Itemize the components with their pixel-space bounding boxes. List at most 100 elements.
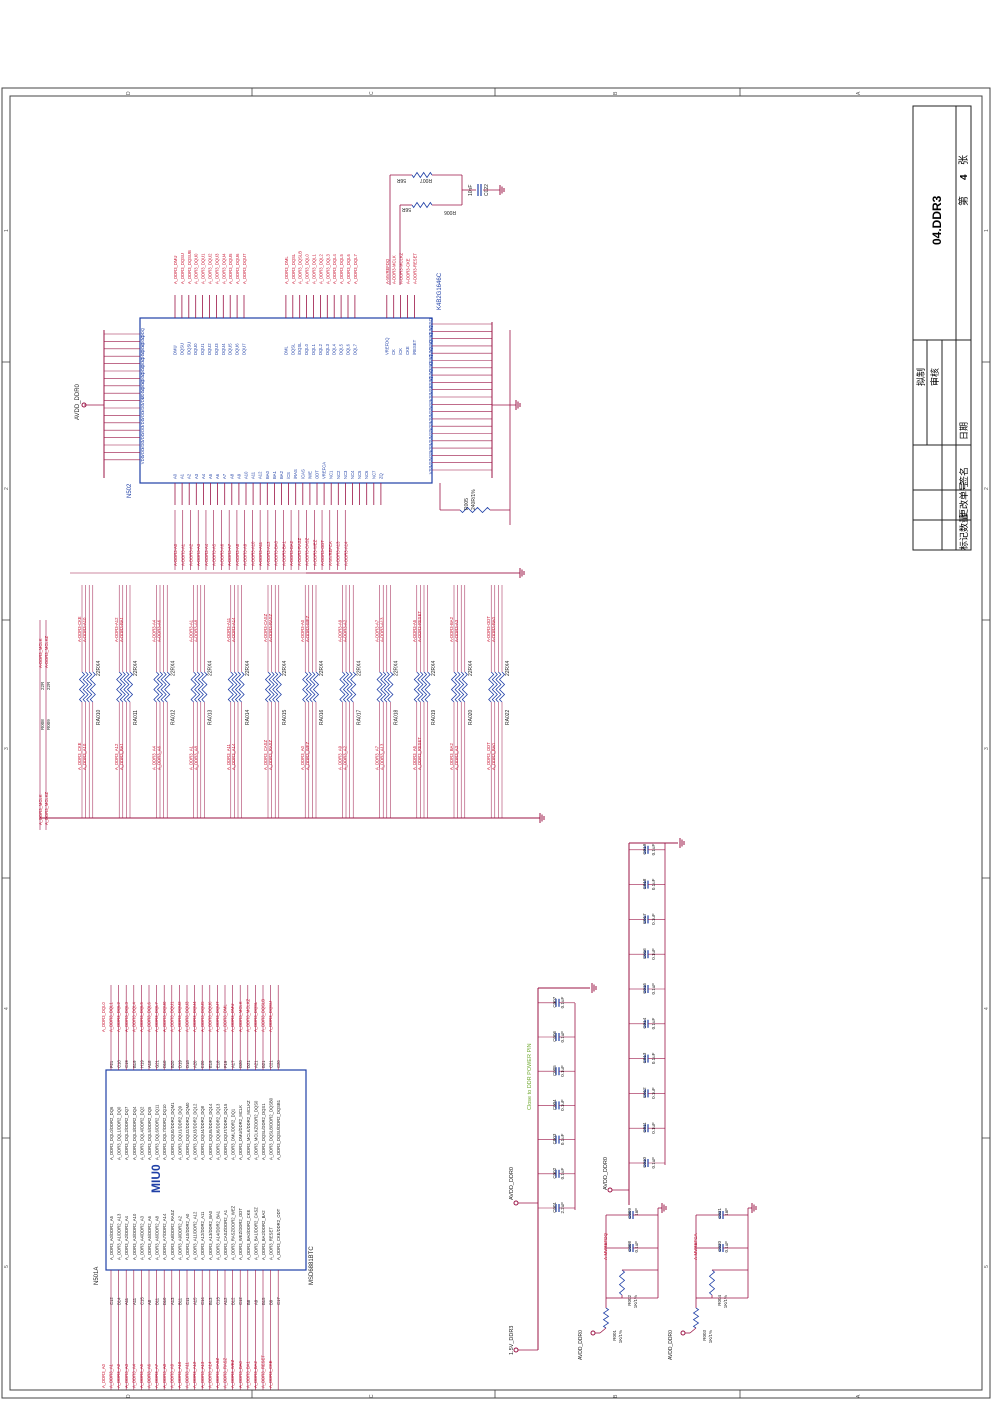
miu0-controller: MIU0 N501A MSD6881BTC A_DDR3_A0/DDR2_A5C… <box>94 985 315 1390</box>
decap-ref: C003 <box>552 1133 557 1144</box>
clock-series-in-net: A_DDR3_MCLK <box>38 794 43 825</box>
miu-left-pin-no: A11 <box>132 1297 137 1305</box>
miu-left-pin: A_DDR3_CASZ/DDR2_A1 <box>223 1209 228 1260</box>
rpack-in-net: A_DDR3_A14 <box>231 743 236 770</box>
decap-ref: C014 <box>642 1017 647 1028</box>
rpack-ground <box>539 813 545 823</box>
ddr3-addr-net: A-DDR3-BA2 <box>289 540 294 566</box>
rpack-value: 22RX4 <box>468 660 474 676</box>
vref-r-top-value: 1K/1% <box>618 1330 623 1343</box>
decap-value: 0.1uF <box>560 1099 565 1111</box>
miu-left-net: A_DDR3_CKE <box>268 1360 273 1388</box>
r006-value: 56R <box>401 206 411 212</box>
rpack-element <box>488 671 495 703</box>
clk-term-ground <box>499 185 505 195</box>
zone-row-bottom: A <box>856 1394 862 1398</box>
ddr3-pin-label: A6 <box>215 473 220 479</box>
rpack-in-net: A_DDR3_A0 <box>300 745 305 770</box>
rpack-ref: RA011 <box>133 710 139 725</box>
rpack-element <box>82 671 89 703</box>
ddr3-vss-pin: VSSQ <box>428 339 433 351</box>
ddr3-vdd-pin: VDDQ <box>140 379 145 392</box>
rpack-in-net: A_DDR3_A11 <box>226 743 231 770</box>
ddr3-pin-label: A4 <box>201 473 206 479</box>
r006-resistor <box>411 201 433 209</box>
rpack-element <box>197 671 204 703</box>
vref-c1-ref: C008 <box>627 1241 632 1252</box>
ddr3-pin-label: A10 <box>244 471 249 479</box>
ddr3-pin-label: DQL6 <box>346 343 351 355</box>
ddr3-data-net: A_DDR3_DQSUB <box>187 250 192 284</box>
miu-left-pin-no: B8 <box>246 1299 251 1305</box>
ddr3-pin-label: DQL0 <box>304 343 309 355</box>
ddr3-vdd-pin: VDDQ <box>140 372 145 385</box>
ddr3-pin-label: /RESET <box>412 339 417 355</box>
rpack-out-net: A-DDR3-A14 <box>231 617 236 642</box>
ddr3-pin-label: CKE <box>405 346 410 355</box>
rpack-out-net: A-DDR3-A5 <box>412 619 417 642</box>
miu-right-net: A_DDR3_DMU <box>230 1004 235 1032</box>
miu-right-net: A_DDR3_DQSL <box>253 1001 258 1032</box>
ddr3-addr-net: A-DDR3-A8 <box>235 543 240 566</box>
r009-value: 22R <box>46 681 51 690</box>
r007-value: 56R <box>396 177 406 183</box>
ddr3-data-net: A-DDR3-MCLKZ <box>399 252 404 284</box>
decap-ref: C010 <box>642 1157 647 1168</box>
miu-right-pin: A_DDR3_DQU3/DDR2_DQ12 <box>193 1103 198 1160</box>
clock-series-out-net: A-DDR3_MCLKZ <box>44 635 49 668</box>
ddr3-pin-label: A0 <box>173 473 178 479</box>
vref-net-label: A-MVREFDQ <box>603 1233 608 1260</box>
series-resistor-packs: A_DDR3_MCLKA-DDR3_MCLKA_DDR3_MCLKZA-DDR3… <box>38 572 545 830</box>
rpack-in-net: A_DDR3_BA1 <box>119 743 124 770</box>
miu-refdes: N501A <box>94 1267 100 1285</box>
miu-left-pin-no: C11 <box>185 1297 190 1305</box>
ddr3-pin-label: VREFDQ <box>384 337 389 355</box>
ddr3-data-net: A_DDR3_DQU2 <box>208 253 213 284</box>
drafted-label: 拟制 <box>915 368 926 386</box>
ddr3-vdd-pin: VDD <box>140 418 145 427</box>
ddr3-pin-label: A2 <box>187 473 192 479</box>
ddr3-pin-label: NC7 <box>371 470 376 479</box>
ddr3-addr-net: A-DDR3-A2 <box>188 543 193 566</box>
vref-r-top <box>602 1307 610 1329</box>
miu-left-pin: A_DDR3_A7/DDR2_A14 <box>162 1213 167 1260</box>
ddr3-addr-net: A-DDR3-A6 <box>219 543 224 566</box>
rpack-element <box>86 671 93 703</box>
power-port <box>81 402 87 408</box>
zone-col-left: 2 <box>4 487 10 490</box>
miu-left-pin-no: C13 <box>215 1297 220 1305</box>
ddr3-vss-pin: VSSQ <box>428 369 433 381</box>
decap-value: 0.1uF <box>651 1018 656 1030</box>
rpack-element <box>413 671 420 703</box>
clock-series-out-net: A-DDR3_MCLK <box>38 638 43 668</box>
decap-value: 0.1uF <box>560 997 565 1009</box>
rpack-value: 22RX4 <box>431 660 437 676</box>
zq-resistor-ref: R005 <box>464 498 470 510</box>
ddr3-supply-net: AVDD_DDR0 <box>75 383 81 420</box>
ddr3-vss-pin: VSSQ <box>428 354 433 366</box>
ddr3-data-net: A_DDR3_DQSLB <box>298 251 303 284</box>
rpack-element <box>264 671 272 703</box>
rpack-element <box>305 671 312 703</box>
vref-c2-ref: C021 <box>717 1208 722 1219</box>
rpack-element <box>268 671 275 703</box>
miu-right-pin-no: B18 <box>162 1060 167 1068</box>
miu-left-net: A_DDR3_A13 <box>200 1361 205 1388</box>
miu-left-net: A_DDR3_A3 <box>124 1363 129 1388</box>
miu-right-pin-no: H19 <box>139 1060 144 1068</box>
rpack-value: 22RX4 <box>133 660 139 676</box>
rpack-out-net: A-DDR3-A7 <box>375 619 380 642</box>
ddr3-addr-net: A-DDR3-A10 <box>250 541 255 566</box>
miu-left-pin: A_DDR3_RESET <box>269 1227 274 1260</box>
ddr3-pin-label: DQL7 <box>352 343 357 355</box>
miu-left-net: A_DDR3_A12 <box>192 1361 197 1388</box>
ddr3-data-net: A_DDR3_DQL6 <box>346 254 351 284</box>
rpack-ref: RA017 <box>356 709 362 725</box>
miu-left-pin: A_DDR3_A0/DDR2_A5 <box>109 1215 114 1260</box>
ddr3-addr-net: A-DDR3-BA1 <box>281 540 286 566</box>
miu-left-pin-no: C12 <box>109 1297 114 1305</box>
ddr3-vdd-pin: VDD <box>140 441 145 450</box>
decoupling-capacitors: Close to DDR POWER PIN AVDD_DDR0 AVDD_DD… <box>509 838 685 1353</box>
miu-left-pin: A_DDR3_A8/DDR2_RASZ <box>170 1210 175 1260</box>
